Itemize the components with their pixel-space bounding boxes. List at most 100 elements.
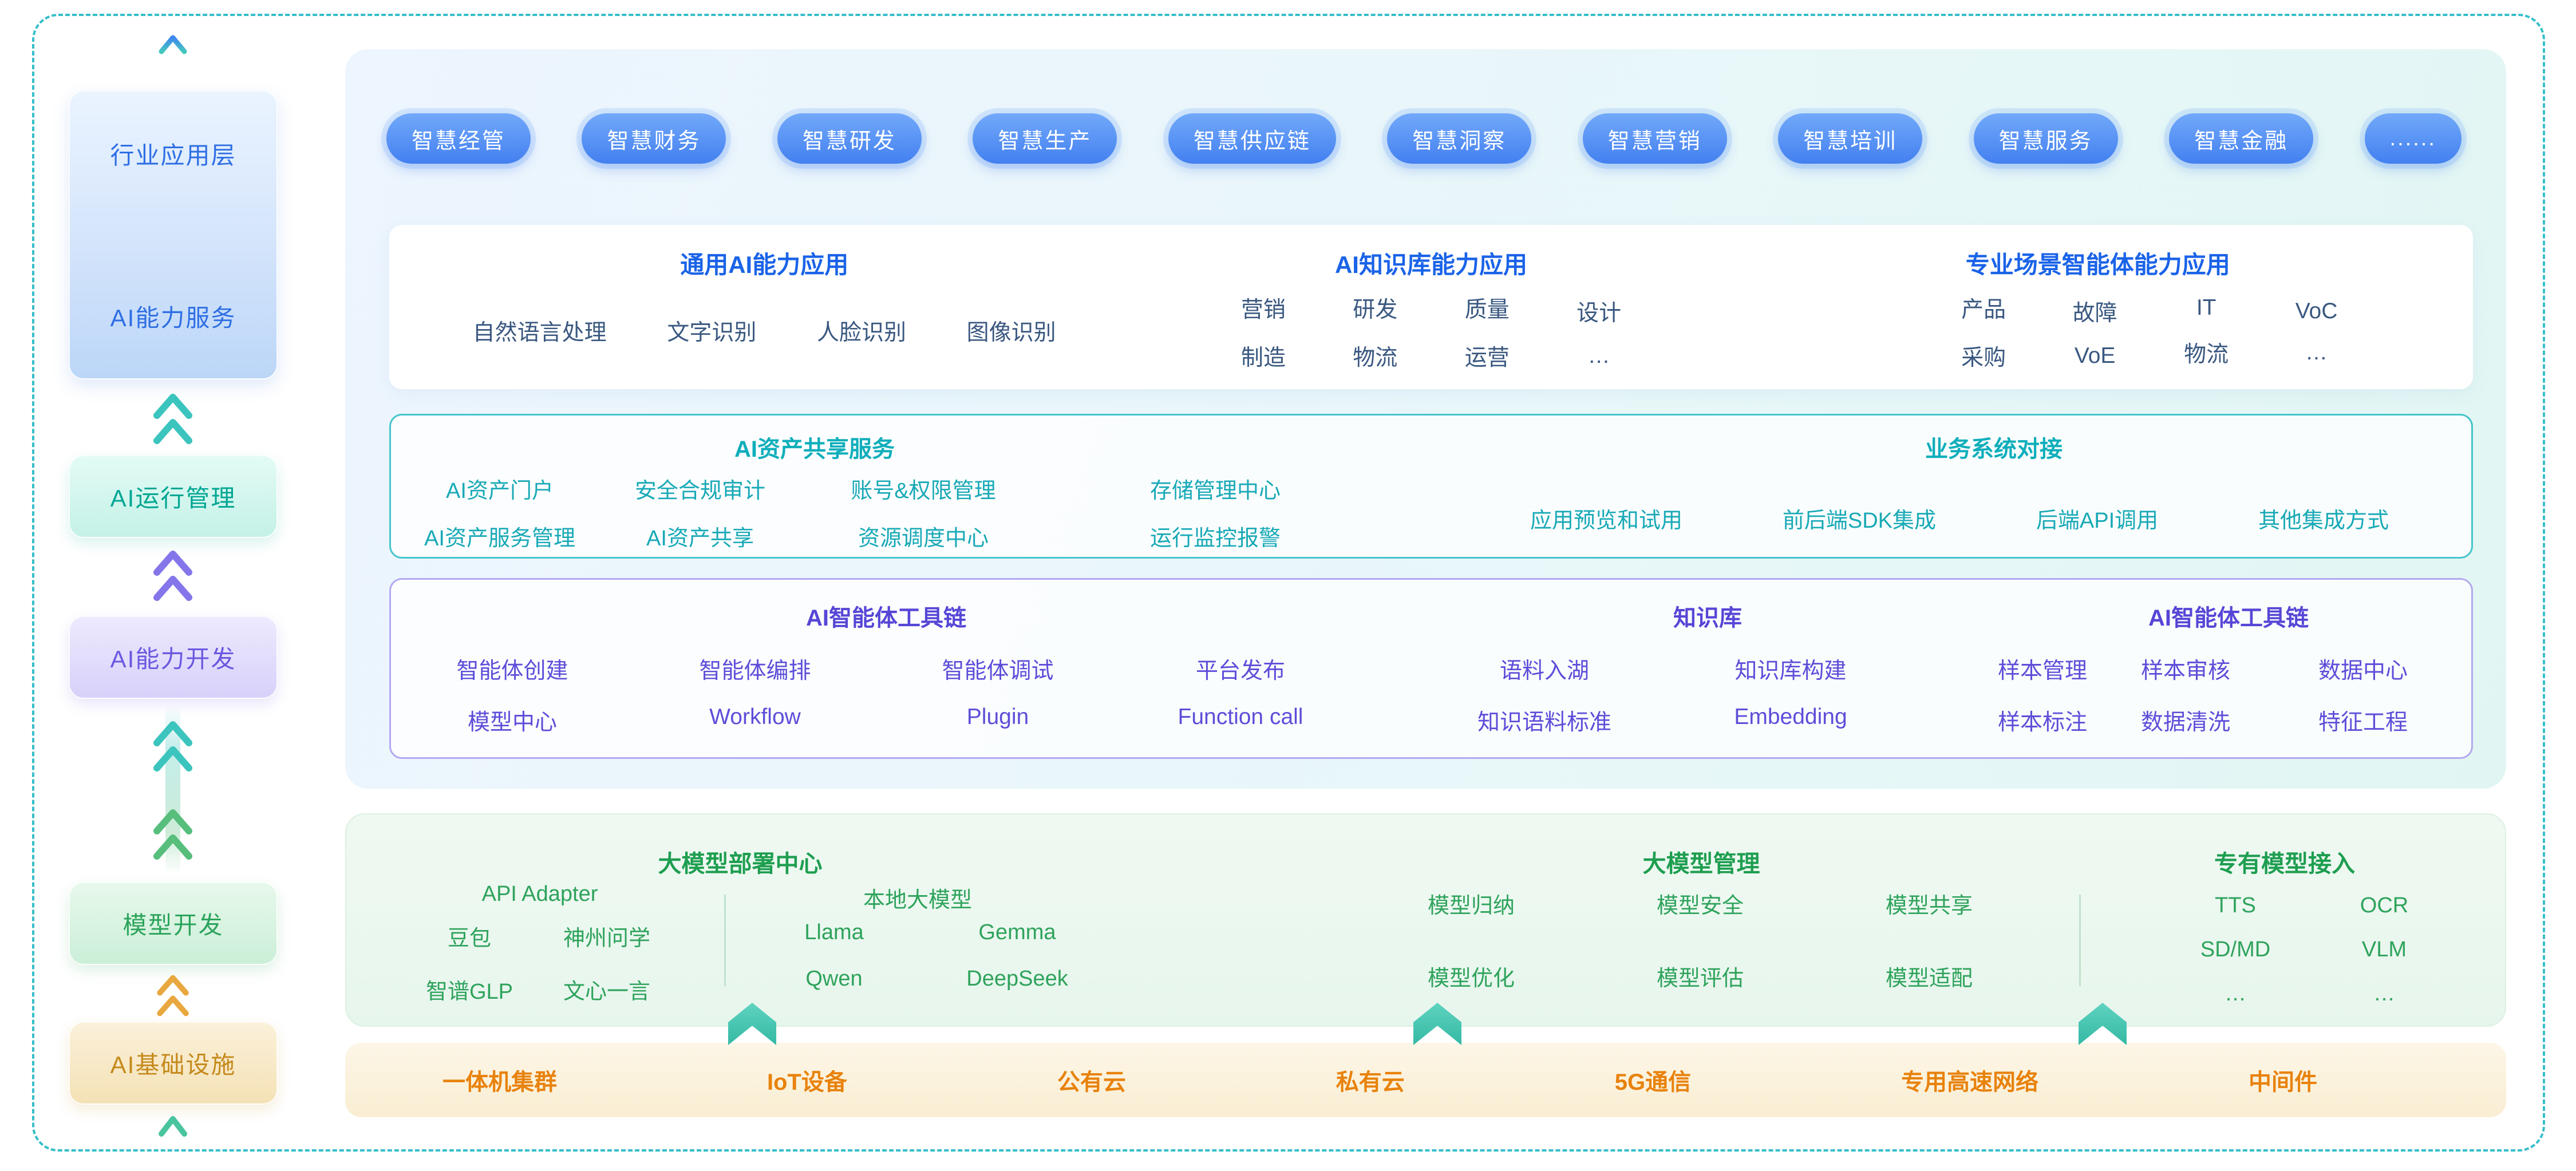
system-integration-title: 业务系统对接 [1925, 437, 2063, 462]
section-title: 专业场景智能体能力应用 [1965, 251, 2230, 278]
model-management-grid: 模型归纳 模型安全 模型共享 模型优化 模型评估 模型适配 [1357, 888, 2044, 992]
tool-item: 模型中心 [467, 710, 557, 735]
item-pair: 故障 VoE [2073, 295, 2117, 369]
item-pair: VoC … [2296, 299, 2338, 365]
dedicated-item: … [2225, 982, 2246, 1006]
asset-item: 存储管理中心 [1149, 479, 1281, 503]
divider [724, 895, 726, 986]
layer-app-label-top: 行业应用层 [110, 142, 236, 169]
asset-share-card: AI资产共享服务 AI资产门户 安全合规审计 账号&权限管理 存储管理中心 AI… [389, 414, 2473, 559]
chevron-up-icon [153, 809, 192, 860]
system-integration-items: 应用预览和试用 前后端SDK集成 后端API调用 其他集成方式 [1530, 503, 2389, 534]
data-item: 特征工程 [2318, 710, 2408, 735]
asset-item: 安全合规审计 [634, 479, 765, 503]
flow-up-arrow-icon [159, 35, 187, 85]
knowledge-base-title: 知识库 [1673, 606, 1742, 631]
tool-item: 智能体调试 [942, 659, 1054, 683]
dedicated-item: SD/MD [2200, 937, 2271, 962]
asset-item: AI资产共享 [646, 527, 754, 551]
item-pair: 研发 物流 [1353, 292, 1397, 372]
item-pair: IT 物流 [2184, 295, 2229, 369]
app-pill: 智慧经管 [386, 113, 531, 164]
asset-item: 运行监控报警 [1149, 527, 1281, 551]
capability-item: … [2305, 340, 2328, 365]
deploy-center-title: 大模型部署中心 [658, 850, 823, 877]
tool-item: 平台发布 [1195, 659, 1285, 683]
capability-item: 人脸识别 [817, 321, 907, 345]
dedicated-model-title: 专有模型接入 [2214, 850, 2355, 877]
app-pill: 智慧财务 [582, 113, 726, 164]
chevron-up-icon [153, 721, 192, 772]
model-item: 智谱GLP [425, 980, 513, 1004]
layer-ai-infrastructure: AI基础设施 [69, 1022, 278, 1105]
layer-runtime-label: AI运行管理 [110, 485, 236, 512]
app-pill: 智慧培训 [1778, 113, 1923, 164]
capability-item: 质量 [1464, 298, 1510, 322]
layer-ai-runtime: AI运行管理 [69, 455, 278, 538]
model-item: Llama [804, 920, 864, 944]
capability-item: 运营 [1464, 346, 1510, 370]
industry-app-pills-row: 智慧经管 智慧财务 智慧研发 智慧生产 智慧供应链 智慧洞察 智慧营销 智慧培训… [386, 113, 2462, 164]
data-item: 样本审核 [2140, 659, 2230, 683]
tool-item: 智能体创建 [456, 659, 568, 683]
manage-item: 模型适配 [1885, 967, 1973, 991]
capability-item: 文字识别 [667, 321, 757, 345]
tool-item: 智能体编排 [699, 659, 811, 683]
data-item: 数据清洗 [2140, 710, 2230, 735]
chevron-up-icon [159, 1116, 187, 1137]
model-item: 豆包 [447, 927, 491, 951]
infrastructure-bar: 一体机集群 IoT设备 公有云 私有云 5G通信 专用高速网络 中间件 [345, 1043, 2506, 1117]
asset-item: AI资产门户 [446, 479, 554, 503]
manage-item: 模型优化 [1427, 967, 1515, 991]
asset-share-grid: AI资产门户 安全合规审计 账号&权限管理 存储管理中心 AI资产服务管理 AI… [402, 473, 1387, 552]
model-item: Gemma [978, 920, 1056, 944]
infra-item: 中间件 [2248, 1070, 2317, 1095]
dedicated-item: TTS [2215, 893, 2256, 917]
layer-dev-label: AI能力开发 [110, 646, 236, 672]
layer-industry-application: 行业应用层 AI能力服务 [69, 90, 278, 379]
app-pill: 智慧服务 [1973, 113, 2118, 164]
capability-item: VoE [2074, 343, 2116, 368]
layer-infra-label: AI基础设施 [110, 1051, 236, 1078]
infra-item: 私有云 [1336, 1070, 1405, 1095]
tool-item: Function call [1178, 705, 1303, 729]
knowledge-base-section: AI知识库能力应用 营销 制造 研发 物流 质量 运营 设计 [1139, 225, 1722, 389]
kb-item: Embedding [1734, 705, 1847, 729]
asset-item: 账号&权限管理 [851, 479, 996, 503]
asset-item: AI资产服务管理 [424, 527, 575, 551]
capability-item: IT [2196, 295, 2217, 320]
section-title: AI知识库能力应用 [1334, 251, 1527, 278]
dedicated-item: OCR [2360, 893, 2409, 917]
item-pair: 营销 制造 [1241, 292, 1286, 372]
data-toolchain-title: AI智能体工具链 [2148, 606, 2309, 631]
asset-item: 资源调度中心 [858, 527, 989, 551]
chevron-up-icon [153, 394, 192, 444]
capability-item: 采购 [1961, 346, 2006, 370]
capability-item: 自然语言处理 [472, 321, 607, 345]
capability-item: 物流 [1353, 346, 1398, 370]
section-items: 营销 制造 研发 物流 质量 运营 设计 … [1139, 280, 1722, 389]
app-pill: 智慧金融 [2169, 113, 2314, 164]
kb-item: 语料入湖 [1499, 659, 1589, 683]
dashed-frame [32, 14, 2545, 1152]
model-management-title: 大模型管理 [1642, 850, 1760, 877]
layer-app-label-bottom: AI能力服务 [110, 304, 236, 331]
manage-item: 模型共享 [1885, 894, 1973, 918]
dedicated-item: VLM [2361, 937, 2407, 962]
api-adapter-models: 豆包 神州问学 智谱GLP 文心一言 [401, 920, 675, 1005]
capability-item: 故障 [2072, 301, 2117, 326]
model-item: Qwen [805, 967, 863, 991]
knowledge-base-grid: 语料入湖 知识库构建 知识语料标准 Embedding [1421, 653, 1914, 737]
layer-model-label: 模型开发 [123, 912, 224, 939]
api-adapter-subtitle: API Adapter [481, 882, 598, 906]
capability-item: 物流 [2184, 342, 2229, 367]
kb-item: 知识库构建 [1735, 659, 1847, 683]
chevron-up-icon [157, 975, 189, 1016]
dedicated-model-grid: TTS OCR SD/MD VLM … … [2172, 893, 2447, 1006]
data-toolchain-grid: 样本管理 样本审核 数据中心 样本标注 数据清洗 特征工程 [1971, 653, 2469, 737]
capability-item: VoC [2295, 299, 2338, 323]
agent-tools-grid: 智能体创建 智能体编排 智能体调试 平台发布 模型中心 Workflow Plu… [391, 653, 1362, 737]
infra-item: 5G通信 [1614, 1070, 1692, 1095]
infra-item: 公有云 [1057, 1070, 1126, 1095]
app-pill: 智慧研发 [777, 113, 922, 164]
